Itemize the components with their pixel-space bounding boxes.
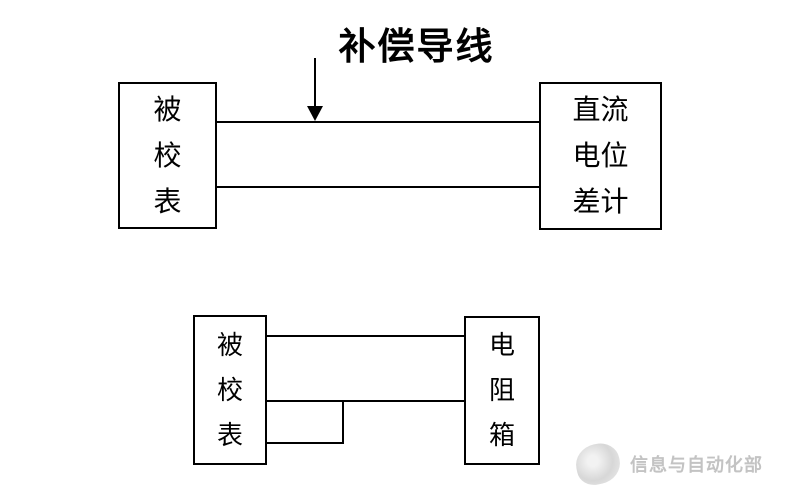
wire-bottom-stub — [267, 442, 344, 444]
watermark: 信息与自动化部 — [572, 439, 763, 489]
watermark-text: 信息与自动化部 — [630, 455, 763, 475]
compensation-wire-label: 补偿导线 — [338, 26, 495, 67]
box-char: 校 — [153, 139, 182, 171]
resistance-box: 电 阻 箱 — [464, 316, 540, 465]
box-char: 表 — [216, 419, 243, 450]
wire-top-lower — [217, 186, 539, 188]
down-arrow-icon — [307, 106, 323, 121]
down-arrow-shaft — [314, 58, 316, 108]
meter-under-test-box-bottom: 被 校 表 — [193, 315, 267, 465]
wire-bottom-middle — [267, 400, 464, 402]
wire-bottom-jog — [342, 400, 344, 444]
box-char: 箱 — [488, 420, 515, 450]
box-row: 直流 — [572, 94, 629, 125]
wire-top-upper — [217, 121, 539, 123]
box-char: 电 — [488, 330, 515, 360]
box-char: 阻 — [488, 375, 515, 405]
meter-under-test-box-top: 被 校 表 — [118, 82, 217, 229]
box-row: 电位 — [572, 140, 629, 171]
box-char: 被 — [153, 93, 182, 125]
emblem-icon — [572, 439, 624, 489]
box-row: 差计 — [572, 186, 629, 217]
box-char: 校 — [216, 374, 243, 405]
wire-bottom-upper — [267, 335, 464, 337]
box-char: 被 — [216, 329, 243, 360]
box-char: 表 — [153, 185, 182, 217]
dc-potentiometer-box: 直流 电位 差计 — [539, 82, 662, 230]
